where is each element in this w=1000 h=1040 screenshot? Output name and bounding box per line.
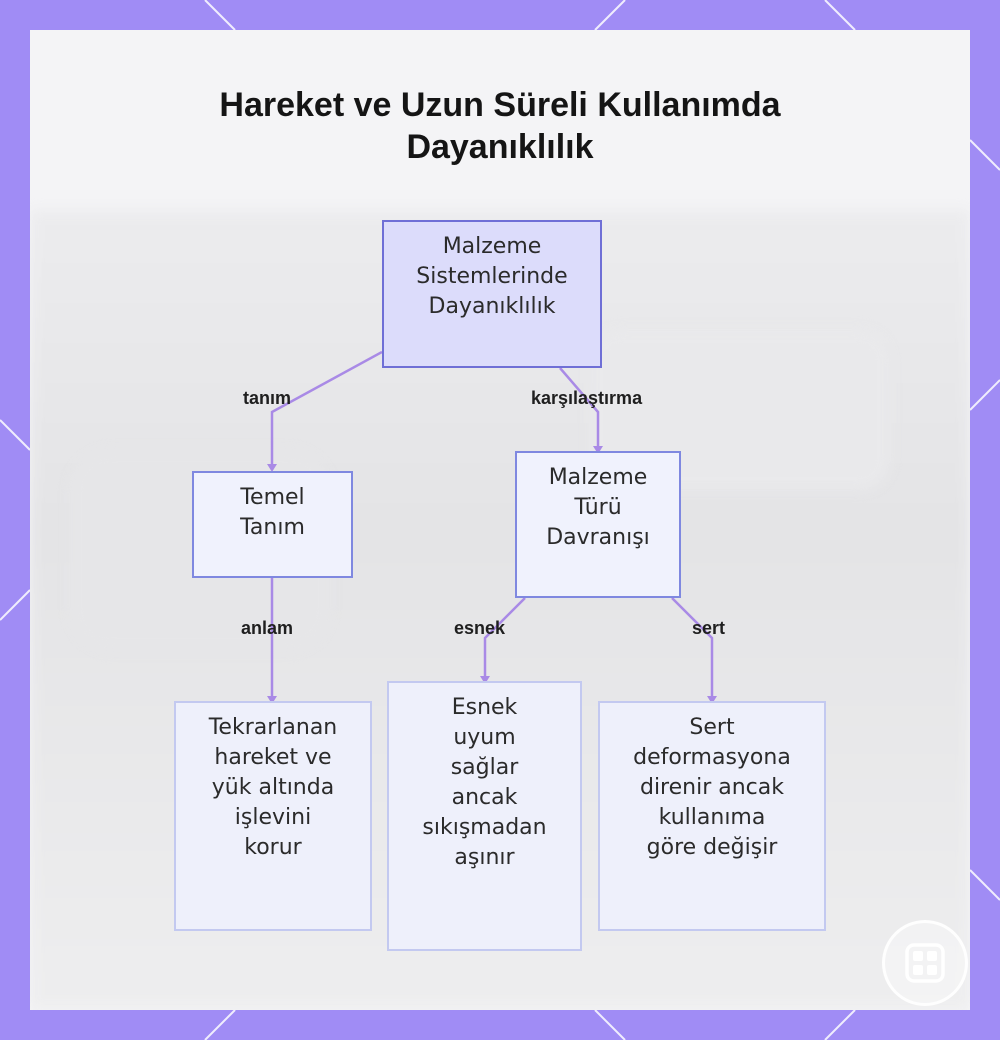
node-rigid: Sert deformasyona direnir ancak kullanım… (598, 701, 826, 931)
diagram-title: Hareket ve Uzun Süreli Kullanımda Dayanı… (0, 84, 1000, 168)
edge-label-tanim: tanım (243, 388, 292, 408)
node-definition: Temel Tanım (192, 471, 353, 578)
arrowhead-karsilastirma (593, 446, 603, 454)
node-flexible-line-1: Esnek (451, 695, 518, 720)
edge-label-sert: sert (692, 618, 726, 638)
node-definition-line-2: Tanım (240, 515, 305, 540)
arrowhead-anlam (267, 696, 277, 704)
node-root: Malzeme Sistemlerinde Dayanıklılık (382, 220, 602, 368)
node-meaning-line-1: Tekrarlanan (208, 715, 338, 740)
node-flexible-line-4: ancak (451, 785, 518, 810)
node-flexible: Esnek uyum sağlar ancak sıkışmadan aşını… (387, 681, 582, 951)
arrowhead-esnek (480, 676, 490, 684)
node-rigid-line-4: kullanıma (658, 805, 766, 830)
node-definition-line-1: Temel (240, 485, 305, 510)
arrowhead-tanim (267, 464, 277, 472)
edge-label-anlam: anlam (241, 618, 294, 638)
node-meaning-line-5: korur (244, 835, 302, 860)
edge-label-esnek: esnek (454, 618, 506, 638)
edge-label-karsilastirma: karşılaştırma (531, 388, 643, 408)
node-root-line-2: Sistemlerinde (416, 264, 568, 289)
node-material-behavior: Malzeme Türü Davranışı (515, 451, 681, 598)
node-meaning: Tekrarlanan hareket ve yük altında işlev… (174, 701, 372, 931)
arrowhead-sert (707, 696, 717, 704)
node-material-behavior-line-2: Türü (574, 495, 622, 520)
title-line-1: Hareket ve Uzun Süreli Kullanımda (219, 86, 781, 124)
node-rigid-line-5: göre değişir (646, 835, 778, 860)
node-flexible-line-6: aşınır (454, 845, 515, 870)
node-meaning-line-2: hareket ve (214, 745, 332, 770)
node-flexible-line-5: sıkışmadan (422, 815, 547, 840)
node-material-behavior-line-1: Malzeme (548, 465, 648, 490)
node-flexible-line-2: uyum (453, 725, 516, 750)
node-meaning-line-4: işlevini (234, 805, 312, 830)
node-rigid-line-2: deformasyona (633, 745, 791, 770)
edge-tanim-line (270, 350, 383, 470)
node-material-behavior-line-3: Davranışı (546, 525, 650, 550)
node-root-line-1: Malzeme (442, 234, 542, 259)
title-line-2: Dayanıklılık (406, 128, 594, 166)
node-flexible-line-3: sağlar (450, 755, 519, 780)
node-meaning-line-3: yük altında (211, 775, 335, 800)
edge-esnek-line (483, 597, 526, 682)
node-rigid-line-1: Sert (689, 715, 735, 740)
node-rigid-line-3: direnir ancak (639, 775, 784, 800)
node-root-line-3: Dayanıklılık (428, 294, 556, 319)
edge-karsilastirma-line (559, 367, 600, 452)
grid-app-icon (882, 920, 968, 1006)
edge-sert-line (671, 597, 714, 702)
